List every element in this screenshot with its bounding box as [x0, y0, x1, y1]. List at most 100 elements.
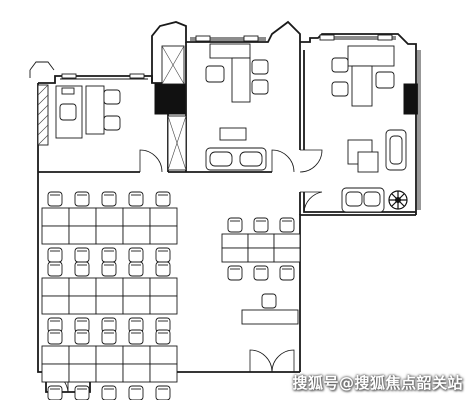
chair [47, 247, 63, 263]
pillars [154, 83, 418, 115]
chair [128, 329, 144, 345]
chair-seat [101, 247, 117, 263]
chair-seat [128, 191, 144, 207]
chair-seat [74, 261, 90, 277]
desk [95, 363, 124, 383]
desk [68, 277, 97, 297]
office-middle-furniture [205, 43, 269, 171]
chair [101, 191, 117, 207]
chair [253, 217, 269, 233]
chair-seat [253, 265, 269, 281]
desk [41, 345, 70, 365]
chair-seat [155, 247, 171, 263]
chair [279, 265, 295, 281]
chair [155, 317, 171, 333]
desk [122, 363, 151, 383]
workstation-grid [41, 191, 178, 400]
chair [227, 217, 243, 233]
desk [68, 225, 97, 245]
meeting-table [221, 217, 301, 281]
windows [29, 34, 421, 210]
meeting-desk [247, 247, 275, 263]
chair-seat [128, 385, 144, 400]
desk [68, 345, 97, 365]
desk [68, 363, 97, 383]
chair [47, 317, 63, 333]
chair [101, 385, 117, 400]
chair [128, 247, 144, 263]
chair [47, 329, 63, 345]
chair [47, 385, 63, 400]
chair [128, 191, 144, 207]
chair-seat [101, 329, 117, 345]
desk [149, 345, 178, 365]
chair [128, 385, 144, 400]
chair-seat [279, 265, 295, 281]
chair-seat [74, 329, 90, 345]
meeting-desk [221, 233, 249, 249]
hatched-walls [37, 45, 187, 171]
chair [128, 261, 144, 277]
chair [101, 261, 117, 277]
chair-seat [47, 247, 63, 263]
desk [68, 295, 97, 315]
chair [74, 191, 90, 207]
desk [149, 277, 178, 297]
desk [41, 363, 70, 383]
desk [95, 345, 124, 365]
chair [74, 329, 90, 345]
office-left-furniture [55, 85, 121, 139]
chair [101, 329, 117, 345]
office-right-furniture [331, 45, 408, 213]
chair [47, 191, 63, 207]
desk [122, 207, 151, 227]
desk [95, 225, 124, 245]
chair [253, 265, 269, 281]
chair [155, 247, 171, 263]
desk [68, 207, 97, 227]
chair-seat [155, 261, 171, 277]
chair-seat [47, 329, 63, 345]
chair [74, 261, 90, 277]
chair [227, 265, 243, 281]
chair [101, 247, 117, 263]
meeting-desk [273, 247, 301, 263]
chair [279, 217, 295, 233]
chair-seat [101, 261, 117, 277]
meeting-desk [247, 233, 275, 249]
desk [95, 295, 124, 315]
chair [47, 261, 63, 277]
meeting-desk [273, 233, 301, 249]
chair-seat [128, 247, 144, 263]
reception-desk [241, 293, 299, 325]
chair-seat [253, 217, 269, 233]
chair-seat [279, 217, 295, 233]
chair [155, 329, 171, 345]
desk [122, 277, 151, 297]
chair-seat [74, 191, 90, 207]
desk [122, 295, 151, 315]
desk [149, 295, 178, 315]
chair-seat [74, 385, 90, 400]
desk [95, 207, 124, 227]
chair-seat [227, 265, 243, 281]
chair [74, 385, 90, 400]
chair-seat [227, 217, 243, 233]
chair-seat [155, 329, 171, 345]
chair [155, 261, 171, 277]
chair [74, 247, 90, 263]
desk [41, 207, 70, 227]
meeting-desk [221, 247, 249, 263]
desk [41, 277, 70, 297]
chair-seat [74, 247, 90, 263]
chair [128, 317, 144, 333]
desk [122, 225, 151, 245]
desk [95, 277, 124, 297]
chair-seat [128, 261, 144, 277]
chair-seat [47, 261, 63, 277]
desk [149, 225, 178, 245]
desk [122, 345, 151, 365]
chair-seat [101, 385, 117, 400]
chair-seat [155, 191, 171, 207]
